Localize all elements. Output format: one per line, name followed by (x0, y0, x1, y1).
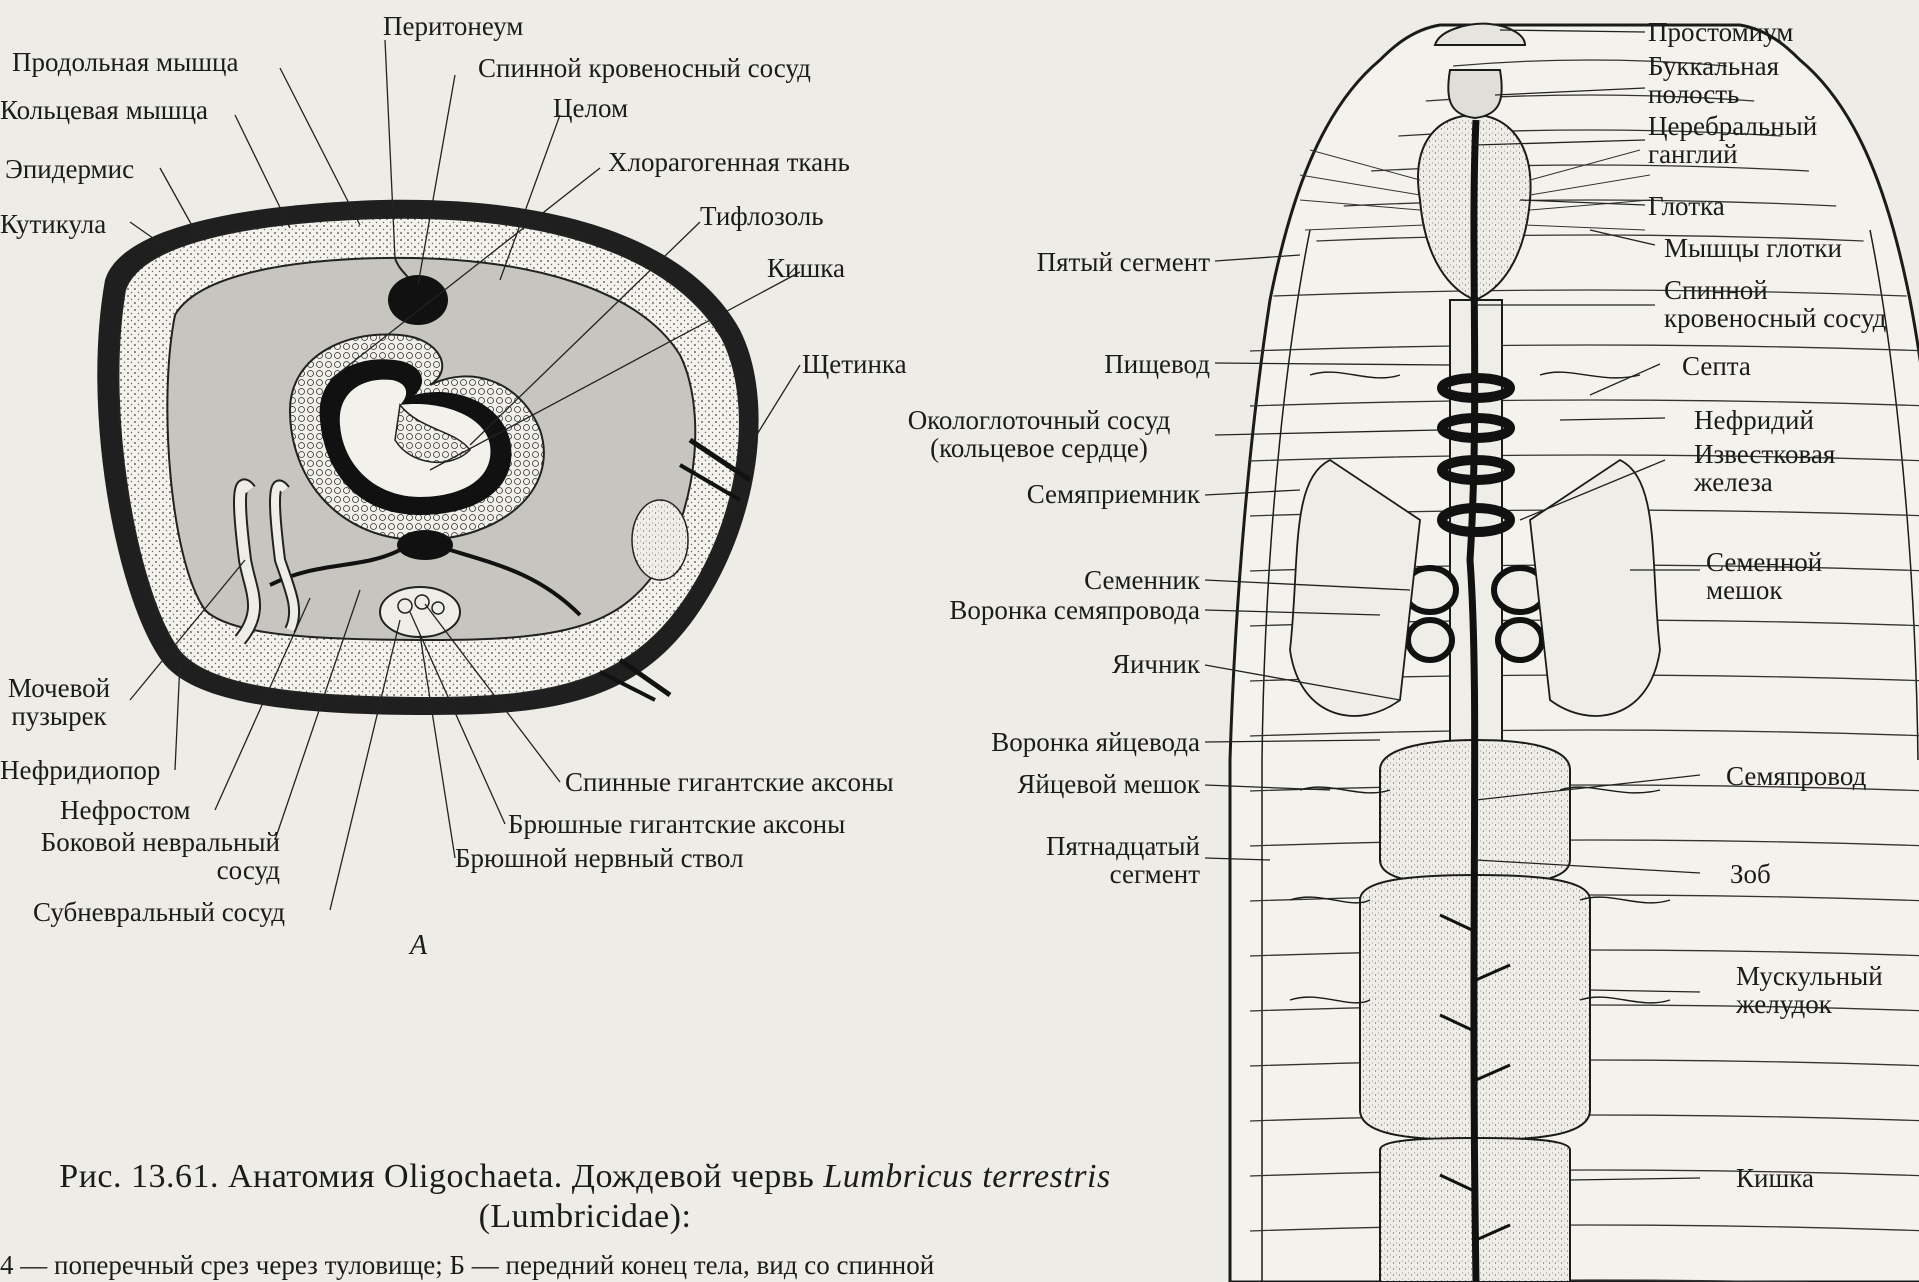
label-lateral-neural: Боковой невральный сосуд (0, 828, 280, 884)
label-dorsal-vessel-b-line2: кровеносный сосуд (1664, 303, 1886, 333)
label-typhlosole: Тифлозоль (700, 202, 824, 230)
label-subneural: Субневральный сосуд (33, 898, 285, 926)
label-seminal-vesicle-line1: Семенной (1706, 547, 1822, 577)
label-periesophageal-line2: (кольцевое сердце) (930, 433, 1148, 463)
label-cerebral-line1: Церебральный (1648, 111, 1817, 141)
label-chloragogen: Хлорагогенная ткань (608, 148, 850, 176)
label-dorsal-giant-axons: Спинные гигантские аксоны (565, 768, 894, 796)
label-coelom: Целом (553, 94, 628, 122)
label-fifteenth-line2: сегмент (1110, 859, 1200, 889)
caption-line3: 4 — поперечный срез через туловище; Б — … (0, 1250, 1170, 1280)
cross-section-drawing (97, 200, 758, 715)
label-buccal-line1: Буккальная (1648, 51, 1779, 81)
label-vas-deferens: Семяпровод (1726, 762, 1866, 790)
label-periesophageal-line1: Окологлоточный сосуд (908, 405, 1171, 435)
label-intestine: Кишка (767, 254, 845, 282)
label-fifth-segment: Пятый сегмент (900, 248, 1210, 276)
label-circular-muscle: Кольцевая мышца (0, 96, 208, 124)
label-seminal-vesicle-line2: мешок (1706, 575, 1782, 605)
panel-a-letter: А (410, 930, 427, 962)
label-calciferous-line2: железа (1694, 467, 1773, 497)
label-lateral-neural-line1: Боковой невральный (41, 827, 280, 857)
label-nephrostome: Нефростом (60, 796, 190, 824)
label-dorsal-vessel: Спинной кровеносный сосуд (478, 54, 811, 82)
label-pharynx-muscles: Мышцы глотки (1664, 234, 1842, 262)
label-cerebral-line2: ганглий (1648, 139, 1738, 169)
label-ventral-giant-axons: Брюшные гигантские аксоны (508, 810, 845, 838)
caption-line1-text: Рис. 13.61. Анатомия Oligochaeta. Дождев… (59, 1158, 814, 1195)
label-lateral-neural-line2: сосуд (217, 855, 280, 885)
figure-caption: Рис. 13.61. Анатомия Oligochaeta. Дождев… (0, 1158, 1170, 1280)
label-prostomium: Простомиум (1648, 18, 1793, 46)
caption-line2: (Lumbricidae): (0, 1198, 1170, 1236)
label-cerebral: Церебральный ганглий (1648, 112, 1817, 168)
label-ovary: Яичник (900, 650, 1200, 678)
dorsal-view-drawing (1230, 24, 1919, 1282)
label-gizzard: Мускульный желудок (1736, 962, 1883, 1018)
label-seminal-vesicle: Семенной мешок (1706, 548, 1822, 604)
label-testis: Семенник (900, 566, 1200, 594)
label-buccal: Буккальная полость (1648, 52, 1779, 108)
caption-line1: Рис. 13.61. Анатомия Oligochaeta. Дождев… (0, 1158, 1170, 1196)
label-bladder-line1: Мочевой (8, 673, 110, 703)
label-periesophageal: Окологлоточный сосуд (кольцевое сердце) (868, 406, 1210, 462)
label-gizzard-line1: Мускульный (1736, 961, 1883, 991)
label-seta: Щетинка (802, 350, 907, 378)
label-fifteenth-segment: Пятнадцатый сегмент (940, 832, 1200, 888)
label-calciferous: Известковая железа (1694, 440, 1835, 496)
label-cuticle: Кутикула (0, 210, 106, 238)
label-bladder-line2: пузырек (11, 701, 106, 731)
label-calciferous-line1: Известковая (1694, 439, 1835, 469)
label-egg-sac: Яйцевой мешок (900, 770, 1200, 798)
label-dorsal-vessel-b: Спинной кровеносный сосуд (1664, 276, 1886, 332)
label-septum: Септа (1682, 352, 1751, 380)
label-oviduct-funnel: Воронка яйцевода (900, 728, 1200, 756)
label-nephridiopore: Нефридиопор (0, 756, 160, 784)
label-longitudinal-muscle: Продольная мышца (12, 48, 238, 76)
label-epidermis: Эпидермис (5, 155, 134, 183)
label-sperm-funnel: Воронка семяпровода (880, 596, 1200, 624)
label-dorsal-vessel-b-line1: Спинной (1664, 275, 1768, 305)
label-ventral-nerve-cord: Брюшной нервный ствол (455, 844, 744, 872)
label-bladder: Мочевой пузырек (0, 674, 118, 730)
label-peritoneum: Перитонеум (383, 12, 523, 40)
label-nephridium: Нефридий (1694, 406, 1814, 434)
label-intestine-b: Кишка (1736, 1164, 1814, 1192)
label-spermatheca: Семяприемник (900, 480, 1200, 508)
label-fifteenth-line1: Пятнадцатый (1046, 831, 1200, 861)
label-esophagus: Пищевод (900, 350, 1210, 378)
caption-species: Lumbricus terrestris (823, 1158, 1110, 1195)
label-buccal-line2: полость (1648, 79, 1739, 109)
label-crop: Зоб (1730, 860, 1771, 888)
label-gizzard-line2: желудок (1736, 989, 1832, 1019)
label-pharynx: Глотка (1648, 192, 1725, 220)
